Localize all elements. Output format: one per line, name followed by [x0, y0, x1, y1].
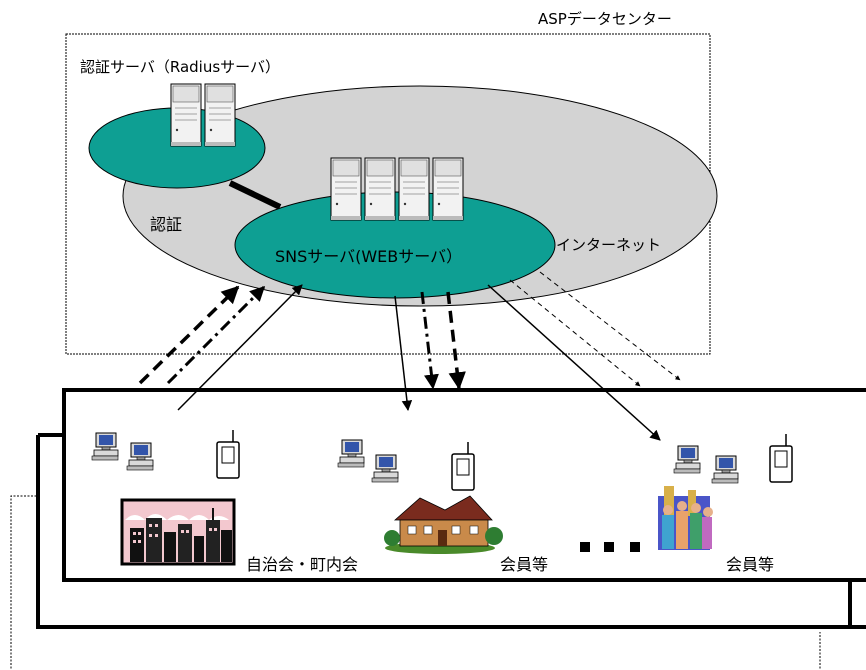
auth-label: 認証 [150, 215, 182, 234]
user-panel-front [62, 388, 866, 582]
user-panel-back [10, 433, 866, 670]
sns-server-label: SNSサーバ(WEBサーバ） [275, 247, 462, 266]
auth-link [228, 180, 282, 210]
community-label: 自治会・町内会 [246, 555, 358, 574]
member-phone-icon-1 [451, 441, 475, 491]
house-clipart-icon [384, 495, 503, 554]
city-clipart-icon [120, 498, 236, 566]
download-arrows-center [394, 291, 466, 412]
member-label-2: 会員等 [726, 555, 774, 574]
community-computers [91, 432, 154, 471]
auth-server-label: 認証サーバ（Radiusサーバ） [80, 58, 280, 76]
member-phone-icon-2 [769, 433, 793, 483]
people-clipart-icon [658, 486, 713, 550]
community-phone-icon [216, 429, 240, 479]
member-computers-2 [673, 445, 739, 484]
upload-arrows [138, 284, 303, 411]
member-label-1: 会員等 [500, 555, 548, 574]
ellipsis-marks [580, 542, 640, 552]
download-arrows-right [487, 271, 681, 441]
member-computers-1 [337, 439, 399, 483]
data-center-label: ASPデータセンター [538, 10, 672, 28]
internet-label: インターネット [556, 236, 661, 254]
